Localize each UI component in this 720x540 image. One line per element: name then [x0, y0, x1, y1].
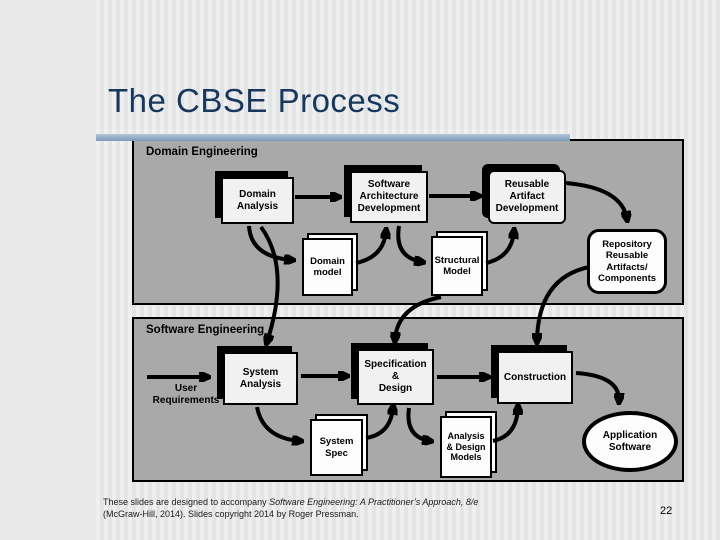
panel-label-software-engineering: Software Engineering — [146, 324, 265, 336]
label-user-requirements: User Requirements — [152, 383, 220, 406]
panel-label-domain-engineering: Domain Engineering — [146, 146, 258, 158]
node-domain-analysis: Domain Analysis — [221, 177, 294, 224]
footer-text-italic: Software Engineering: A Practitioner’s A… — [269, 497, 479, 507]
footer-citation: These slides are designed to accompany S… — [103, 497, 553, 520]
slide-title: The CBSE Process — [108, 82, 401, 119]
title-underline-bar — [96, 134, 570, 141]
node-repository-reusable-artifacts-components: Repository Reusable Artifacts/ Component… — [587, 229, 667, 294]
node-reusable-artifact-development: Reusable Artifact Development — [488, 170, 566, 224]
document-system-spec: System Spec — [310, 414, 368, 476]
document-label: Structural Model — [431, 236, 483, 296]
document-label: Analysis & Design Models — [440, 416, 492, 478]
document-domain-model: Domain model — [302, 233, 358, 296]
node-software-architecture-development: Software Architecture Development — [350, 171, 428, 223]
document-label: Domain model — [302, 238, 353, 296]
node-application-software: Application Software — [582, 411, 678, 472]
node-specification-and-design: Specification & Design — [357, 349, 434, 405]
document-structural-model: Structural Model — [431, 231, 488, 296]
node-system-analysis: System Analysis — [223, 352, 298, 405]
document-label: System Spec — [310, 419, 363, 476]
document-analysis-design-models: Analysis & Design Models — [440, 411, 497, 478]
footer-text-regular: These slides are designed to accompany — [103, 497, 270, 507]
footer-text-line2: (McGraw-Hill, 2014). Slides copyright 20… — [103, 508, 359, 519]
page-number: 22 — [660, 505, 673, 517]
node-construction: Construction — [497, 351, 573, 404]
